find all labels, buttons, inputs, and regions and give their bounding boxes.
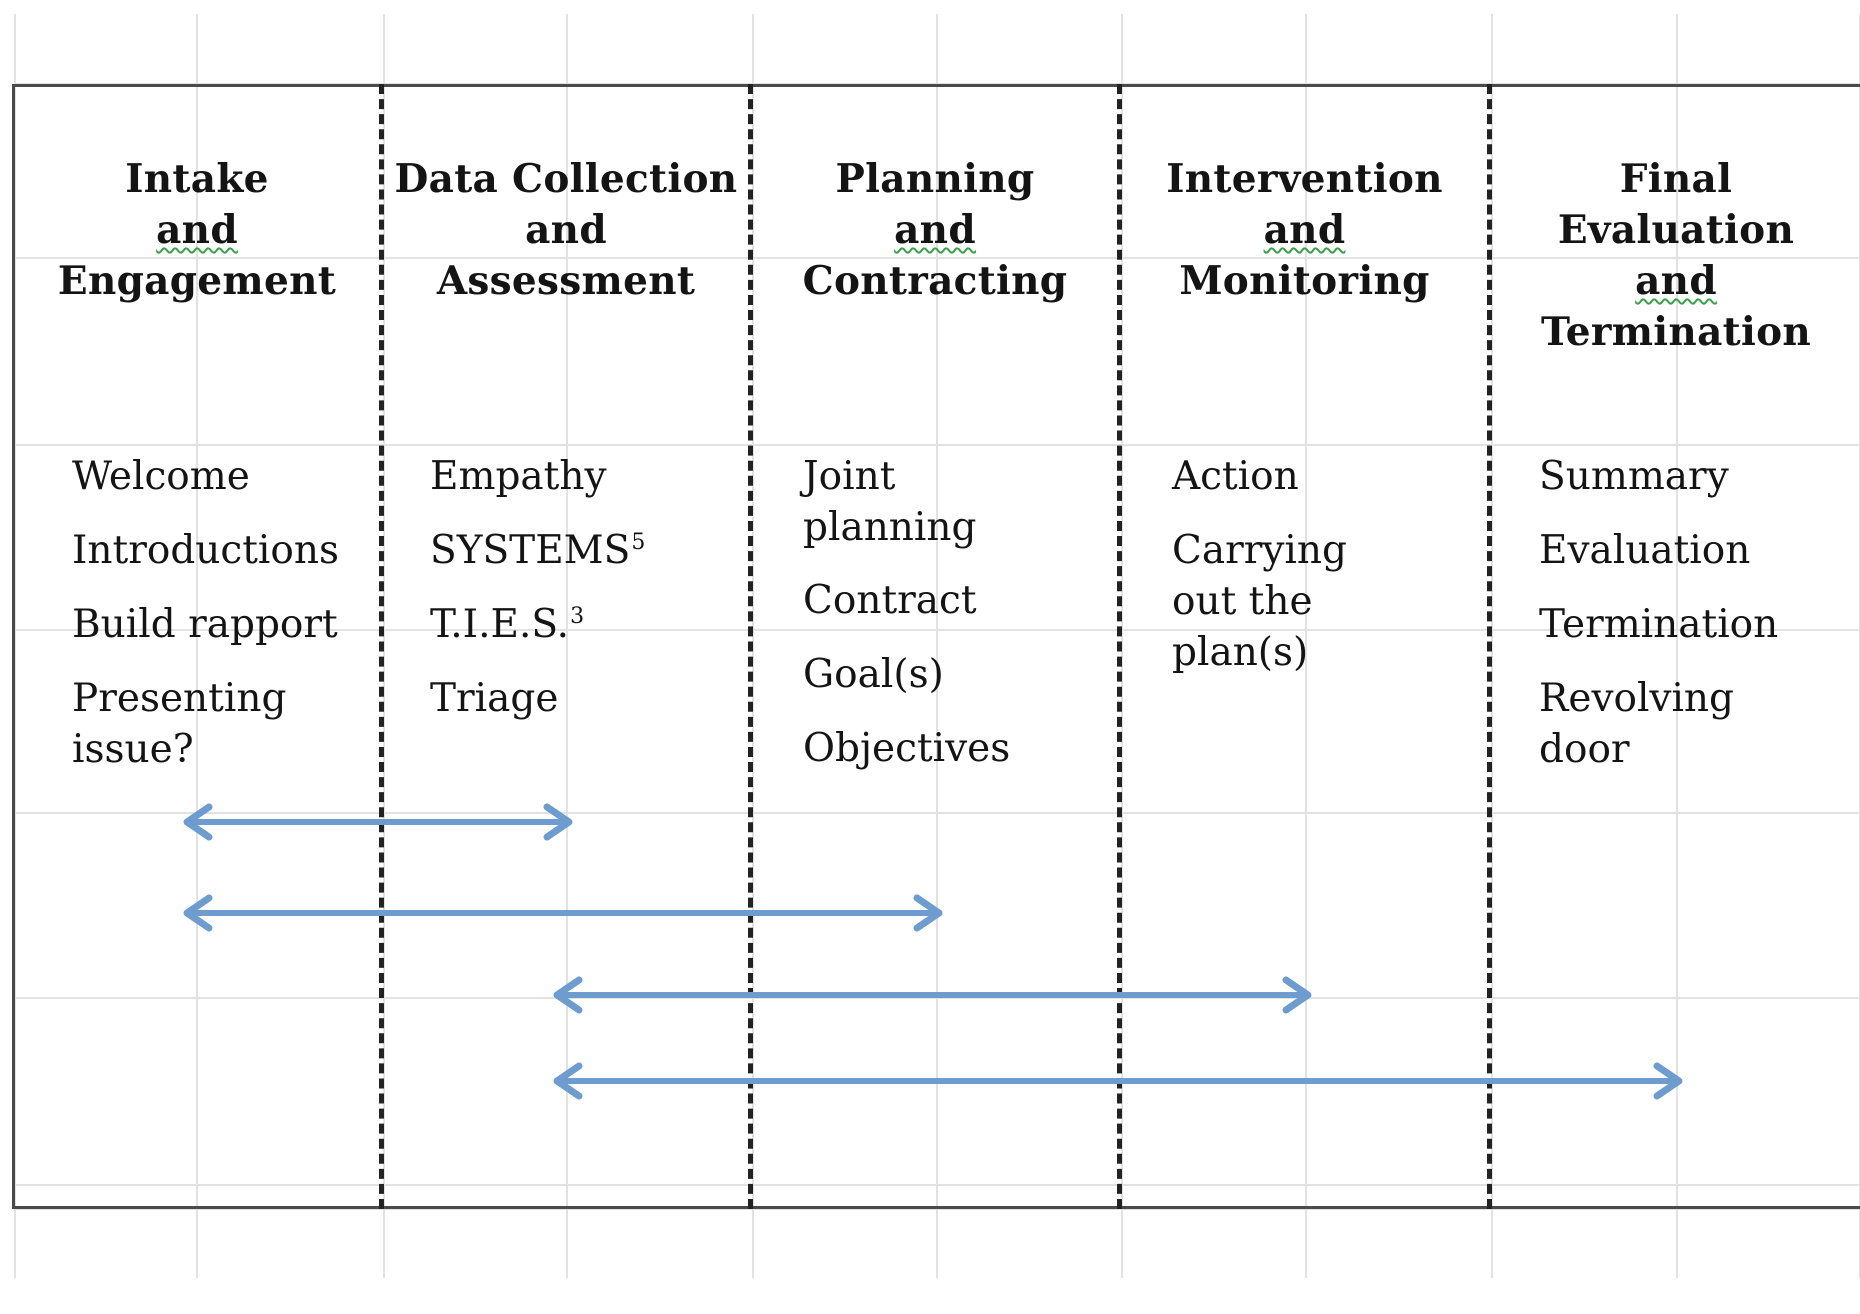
stage-item: Action [1172,454,1299,499]
stage-title-line: Intervention [1166,156,1443,202]
stage-item: SYSTEMS5 [430,525,748,576]
stage-item: Joint planning [803,454,977,550]
stage-title-line: and [525,207,607,253]
stage-item: Empathy [430,454,607,499]
stage-title-line: Final [1619,156,1733,202]
stage-column-final-evaluation: Final Evaluation and Termination Summary… [1492,84,1860,1209]
stage-title-line: Data Collection [394,156,738,202]
arrow-head-right [1282,976,1312,1014]
stage-item: Objectives [803,726,1011,771]
stage-item: T.I.E.S.3 [430,599,748,650]
stage-item-text: T.I.E.S. [430,602,570,647]
stage-title-line: and [1635,258,1717,304]
stage-title-line: Termination [1540,309,1812,355]
stage-item-list: Joint planning Contract Goal(s) Objectiv… [803,451,1117,797]
stage-title: Data Collection and Assessment [384,154,748,307]
diagram-frame [12,84,1860,1209]
stage-item: Introductions [72,528,340,573]
stage-title: Intake and Engagement [15,154,379,307]
stage-item-list: Summary Evaluation Termination Revolving… [1539,451,1860,798]
stage-title-line: Monitoring [1179,258,1430,304]
stage-column-intake: Intake and Engagement Welcome Introducti… [15,84,379,1209]
stage-item-text: SYSTEMS [430,528,631,573]
stage-title-line: Contracting [802,258,1068,304]
stage-title-line: and [156,207,238,253]
stage-title-line: and [1263,207,1346,253]
stage-item-list: Action Carrying out the plan(s) [1172,451,1487,701]
stage-item: Goal(s) [803,652,944,697]
arrow-head-left [183,803,213,841]
stage-title-line: Engagement [57,258,337,304]
stage-divider [748,84,753,1209]
stage-column-planning: Planning and Contracting Joint planning … [753,84,1117,1209]
stage-item: Carrying out the plan(s) [1172,528,1347,675]
stage-divider [1117,84,1122,1209]
stage-divider [379,84,384,1209]
stage-title-line: Evaluation [1557,207,1795,253]
stage-title-line: Assessment [436,258,696,304]
stage-title: Final Evaluation and Termination [1492,154,1860,358]
arrow-head-right [913,894,943,932]
stage-title-line: and [894,207,976,253]
stage-column-intervention: Intervention and Monitoring Action Carry… [1122,84,1487,1209]
arrow-head-right [1653,1062,1683,1100]
arrow-head-left [183,894,213,932]
stage-item: Termination [1539,602,1779,647]
arrow-head-left [553,1062,583,1100]
stage-item: Revolving door [1539,676,1735,772]
stage-item: Welcome [72,454,250,499]
stage-item-list: Empathy SYSTEMS5 T.I.E.S.3 Triage [430,451,748,747]
stage-item: Presenting issue? [72,676,287,772]
footnote-marker: 5 [631,530,646,555]
stage-title: Planning and Contracting [753,154,1117,307]
stage-divider [1487,84,1492,1209]
stage-item: Evaluation [1539,528,1751,573]
arrow-head-right [543,803,573,841]
stage-item: Summary [1539,454,1729,499]
stage-title-line: Intake [125,156,269,202]
stage-column-data-collection: Data Collection and Assessment Empathy S… [384,84,748,1209]
arrow-head-left [553,976,583,1014]
stage-item-list: Welcome Introductions Build rapport Pres… [72,451,379,798]
stage-title: Intervention and Monitoring [1122,154,1487,307]
stage-title-line: Planning [835,156,1035,202]
stage-item: Contract [803,578,977,623]
stage-item: Build rapport [72,602,338,647]
stage-item: Triage [430,676,559,721]
footnote-marker: 3 [570,604,585,629]
